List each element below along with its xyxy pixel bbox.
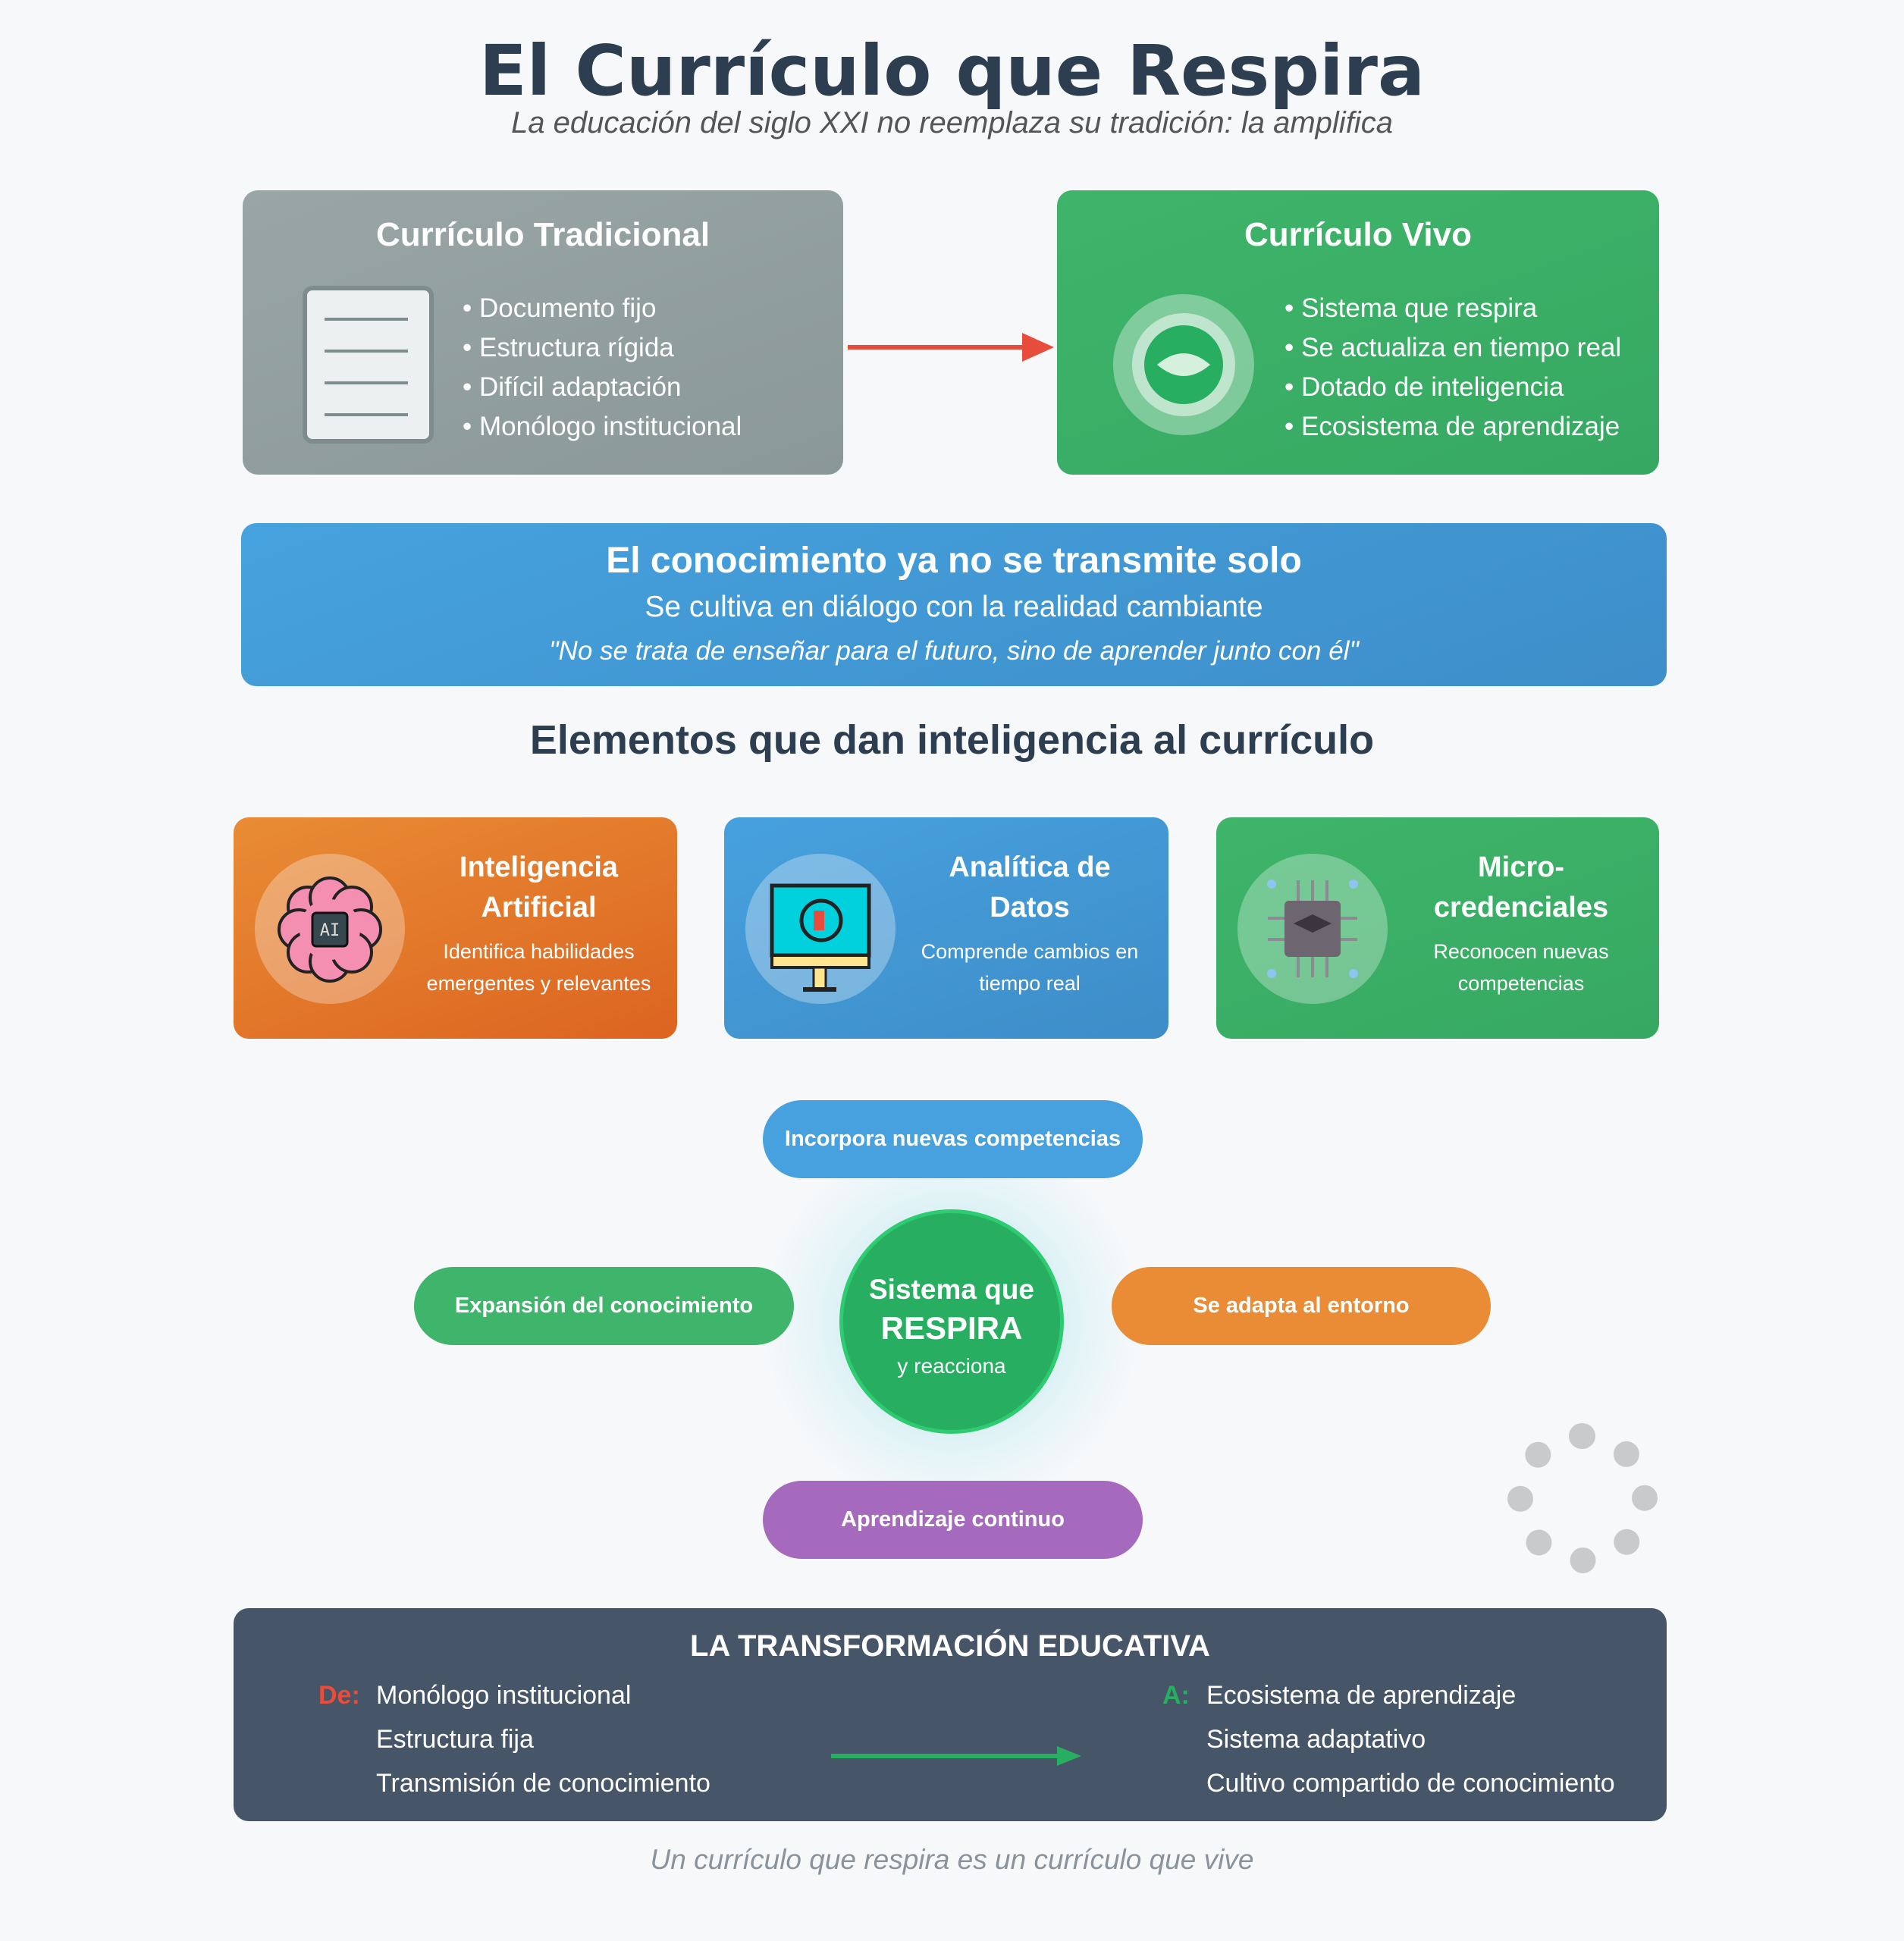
transformation-panel: LA TRANSFORMACIÓN EDUCATIVA De: Monólogo… [234, 1608, 1667, 1821]
from-label: De: [318, 1681, 360, 1710]
from-item: Monólogo institucional [376, 1681, 632, 1710]
list-item: • Difícil adaptación [463, 372, 682, 402]
list-item: • Monólogo institucional [463, 412, 742, 441]
living-title: Currículo Vivo [1244, 216, 1472, 253]
page-subtitle: La educación del siglo XXI no reemplaza … [511, 106, 1393, 140]
card-title: Micro-credenciales [1433, 851, 1609, 923]
from-item: Transmisión de conocimiento [376, 1769, 710, 1798]
analytics-monitor-icon [745, 854, 896, 1004]
banner-subtitle: Se cultiva en diálogo con la realidad ca… [645, 591, 1263, 623]
traditional-list: • Documento fijo • Estructura rígida • D… [463, 289, 742, 447]
traditional-title: Currículo Tradicional [375, 216, 710, 253]
banner-title: El conocimiento ya no se transmite solo [606, 541, 1302, 581]
card-description: Identifica habilidades emergentes y rele… [426, 940, 651, 995]
card-title: Inteligencia Artificial [459, 851, 619, 923]
from-item: Estructura fija [376, 1725, 534, 1754]
to-label: A: [1162, 1681, 1190, 1710]
ai-brain-icon: AI [255, 854, 405, 1004]
list-item: • Sistema que respira [1284, 293, 1538, 323]
core-line2: RESPIRA [880, 1310, 1023, 1346]
list-item: • Se actualiza en tiempo real [1284, 333, 1622, 362]
card-title: Analítica de Datos [949, 851, 1111, 923]
transformation-title: LA TRANSFORMACIÓN EDUCATIVA [690, 1629, 1210, 1663]
knowledge-banner: El conocimiento ya no se transmite solo … [241, 523, 1667, 686]
list-item: • Estructura rígida [463, 333, 674, 362]
list-item: • Documento fijo [463, 293, 657, 323]
credential-chip-icon [1237, 854, 1388, 1004]
living-curriculum-box: Currículo Vivo • Sistema que respira • S… [1057, 190, 1659, 475]
to-item: Ecosistema de aprendizaje [1206, 1681, 1517, 1710]
section-title: Elementos que dan inteligencia al curríc… [529, 717, 1375, 763]
arrow-right-icon [831, 1746, 1081, 1766]
pill-continuous-learning: Aprendizaje continuo [763, 1481, 1143, 1559]
core-line1: Sistema que [869, 1274, 1034, 1305]
to-list: Ecosistema de aprendizaje Sistema adapta… [1206, 1673, 1615, 1805]
pill-knowledge-expansion: Expansión del conocimiento [414, 1267, 794, 1345]
svg-text:AI: AI [320, 921, 340, 940]
system-core-circle: Sistema que RESPIRA y reacciona [839, 1209, 1064, 1434]
breathing-eye-icon [1113, 294, 1254, 435]
from-list: Monólogo institucional Estructura fija T… [376, 1673, 710, 1805]
pill-adapts-environment: Se adapta al entorno [1112, 1267, 1491, 1345]
to-item: Sistema adaptativo [1206, 1725, 1426, 1754]
document-icon [303, 286, 434, 444]
traditional-curriculum-box: Currículo Tradicional • Documento fijo •… [243, 190, 843, 475]
footer-tagline: Un currículo que respira es un currículo… [650, 1844, 1254, 1875]
living-list: • Sistema que respira • Se actualiza en … [1284, 289, 1621, 447]
watermark-logo [1507, 1423, 1658, 1573]
list-item: • Ecosistema de aprendizaje [1284, 412, 1620, 441]
banner-quote: "No se trata de enseñar para el futuro, … [549, 636, 1359, 666]
to-item: Cultivo compartido de conocimiento [1206, 1769, 1615, 1798]
card-description: Comprende cambios en tiempo real [921, 940, 1139, 995]
list-item: • Dotado de inteligencia [1284, 372, 1564, 402]
core-line3: y reacciona [897, 1354, 1006, 1378]
card-description: Reconocen nuevas competencias [1433, 940, 1609, 995]
arrow-right-icon [848, 333, 1054, 362]
page-title: El Currículo que Respira [478, 30, 1426, 111]
pill-new-competencies: Incorpora nuevas competencias [763, 1100, 1143, 1178]
